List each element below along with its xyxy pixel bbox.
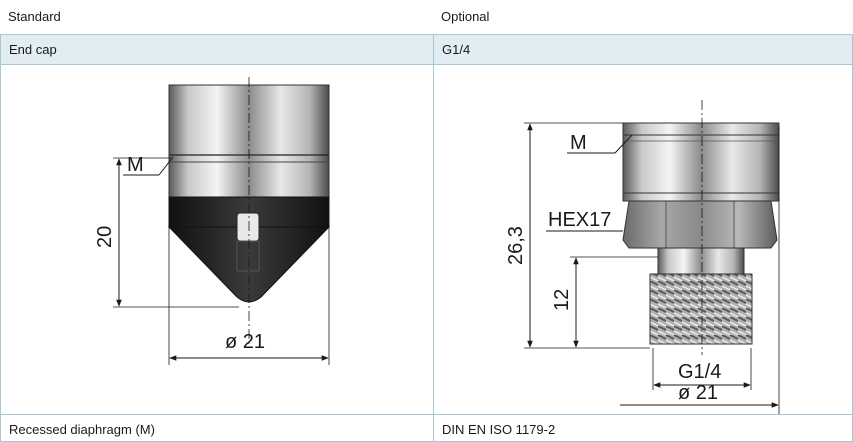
end-cap-technical-drawing: M 20 ø 21 [94,77,331,365]
footer-cell-din-standard: DIN EN ISO 1179-2 [433,414,853,442]
end-cap-m-label: M [127,154,144,176]
end-cap-drawing-cell: M 20 ø 21 [0,64,434,415]
comparison-table: End cap G1/4 [0,34,853,442]
g14-metal-body [622,122,780,202]
g14-hex-label: HEX17 [548,209,611,231]
end-cap-height-dimension: 20 [94,226,116,248]
g14-m-label: M [570,132,587,154]
footer-cell-recessed-diaphragm: Recessed diaphragm (M) [0,414,434,442]
header-cell-g14: G1/4 [433,34,853,65]
column-heading-standard: Standard [8,9,61,24]
end-cap-diameter-dimension: ø 21 [225,331,265,353]
g14-thread [649,273,753,345]
g14-diameter-dimension: ø 21 [678,382,718,404]
g14-technical-drawing: M HEX17 26,3 12 G1/4 ø 21 [505,100,780,440]
column-heading-optional: Optional [441,9,490,24]
g14-thread-length-dimension: 12 [551,289,573,311]
g14-total-height-dimension: 26,3 [505,226,527,265]
g14-hex-nut [622,200,778,249]
g14-thread-dimension: G1/4 [678,361,721,383]
header-cell-end-cap: End cap [0,34,434,65]
g14-drawing-cell: M HEX17 26,3 12 G1/4 ø 21 [433,64,853,440]
